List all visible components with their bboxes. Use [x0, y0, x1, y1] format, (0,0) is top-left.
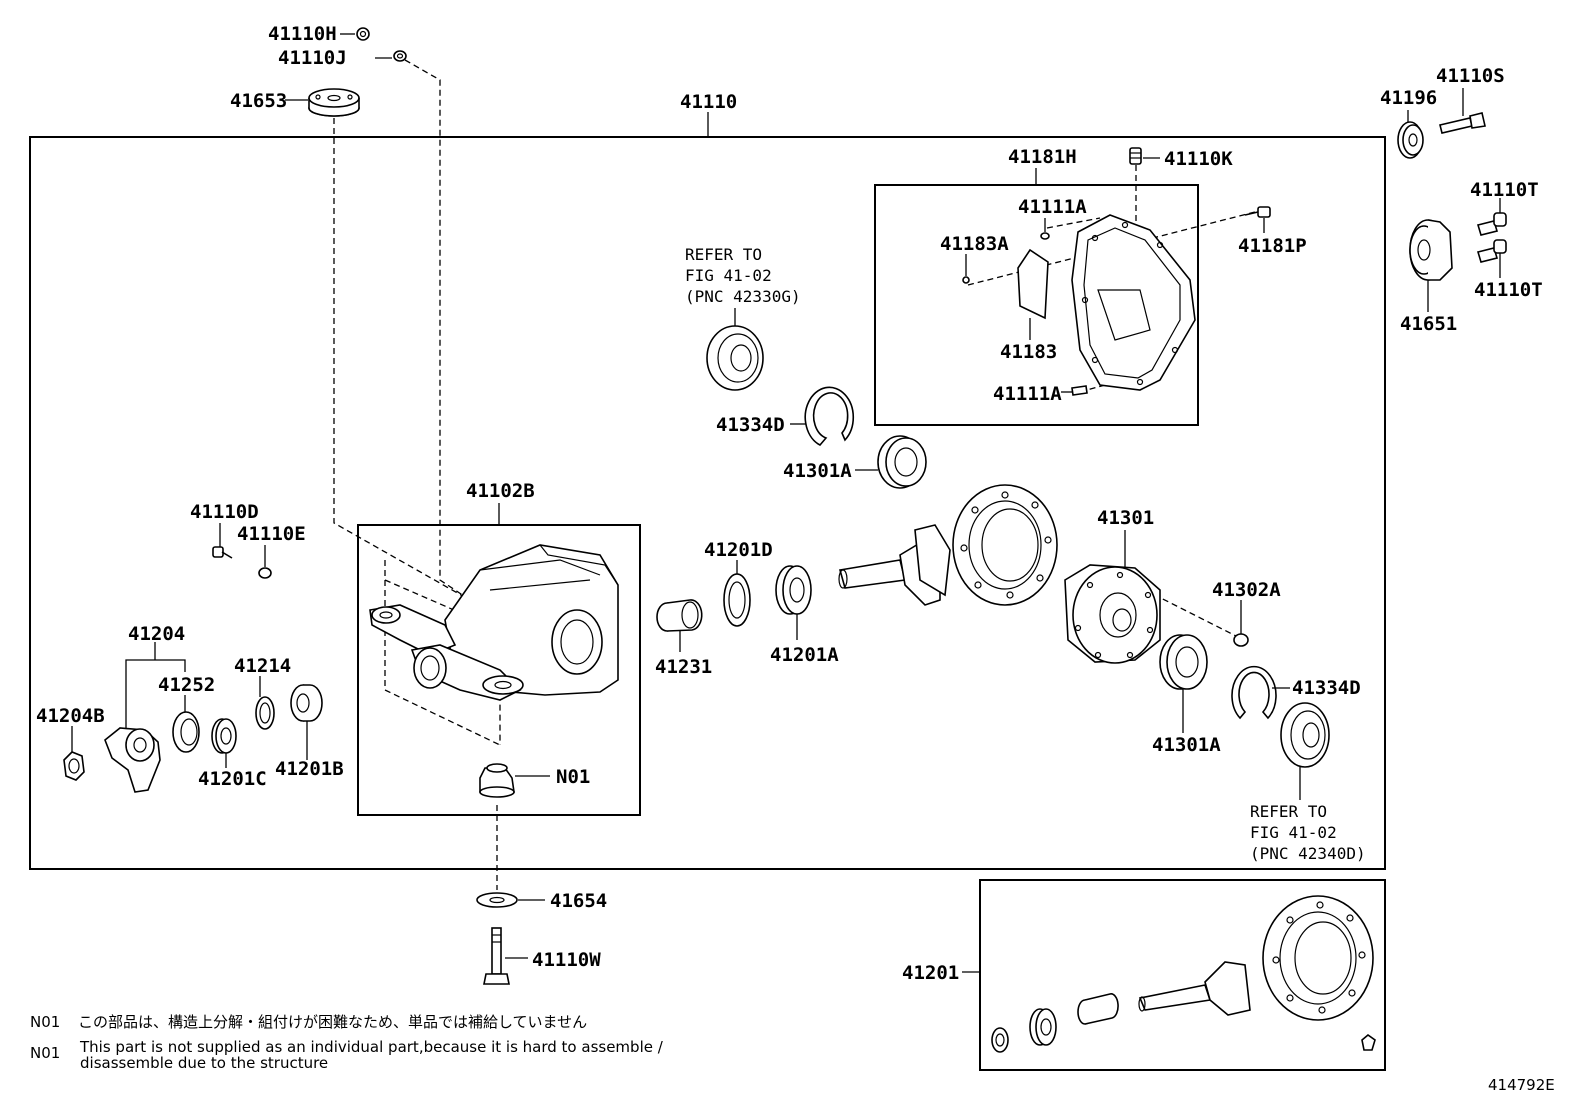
label-41231: 41231 — [655, 656, 712, 678]
label-41301A-top: 41301A — [783, 460, 852, 482]
label-41110J: 41110J — [278, 47, 347, 69]
bolt-41110H — [356, 27, 370, 41]
label-41110T-top: 41110T — [1470, 179, 1539, 201]
bolt-41110D — [212, 546, 233, 559]
washer-41201D — [723, 573, 751, 627]
label-41201B: 41201B — [275, 758, 344, 780]
pin-41302A — [1233, 633, 1249, 647]
washer-41110J — [393, 50, 407, 62]
snap-ring-41334D-top — [804, 386, 855, 447]
label-41301: 41301 — [1097, 507, 1154, 529]
bearing-41201A — [775, 565, 812, 615]
label-41201D: 41201D — [704, 539, 773, 561]
ring-pinion-gear — [838, 484, 1058, 606]
label-41110T-bot: 41110T — [1474, 279, 1543, 301]
label-41214: 41214 — [234, 655, 291, 677]
label-41654: 41654 — [550, 890, 607, 912]
carrier-housing-41102B — [369, 544, 619, 701]
pin-41111A-bot — [1071, 385, 1088, 396]
dash-line-carrier-left — [384, 560, 501, 746]
label-41201: 41201 — [902, 962, 959, 984]
label-41653: 41653 — [230, 90, 287, 112]
refer-bot-line1: REFER TO — [1250, 802, 1327, 821]
diff-case-41301 — [1064, 564, 1161, 664]
label-41110D: 41110D — [190, 501, 259, 523]
note-en-line1: This part is not supplied as an individu… — [79, 1038, 664, 1056]
refer-top-line1: REFER TO — [685, 245, 762, 264]
refer-bot-line2: FIG 41-02 — [1250, 823, 1337, 842]
washer-41110E — [258, 567, 272, 579]
label-41204B: 41204B — [36, 705, 105, 727]
label-41102B: 41102B — [466, 480, 535, 502]
washer-41654 — [476, 892, 518, 908]
mount-cushion-41653 — [308, 88, 360, 117]
label-41334D-bot: 41334D — [1292, 677, 1361, 699]
label-41301A-bot: 41301A — [1152, 734, 1221, 756]
label-41110S: 41110S — [1436, 65, 1505, 87]
bolt-41181P — [1244, 206, 1271, 218]
flange-41204 — [104, 727, 161, 793]
label-41204: 41204 — [128, 623, 185, 645]
bolt-41110T-bot — [1476, 239, 1507, 263]
label-41110: 41110 — [680, 91, 737, 113]
bolt-41110W — [483, 927, 510, 985]
oil-seal-42330G — [706, 325, 764, 391]
spacer-41231 — [656, 599, 703, 632]
bushing-41196 — [1397, 121, 1424, 159]
label-41651: 41651 — [1400, 313, 1457, 335]
gear-set-41201 — [991, 895, 1376, 1053]
snap-ring-41334D-bot — [1231, 665, 1277, 720]
label-41110W: 41110W — [532, 949, 601, 971]
note-jp-text: この部品は、構造上分解・組付けが困難なため、単品では補給していません — [78, 1013, 587, 1031]
bolt-41110T-top — [1476, 212, 1507, 236]
dash-line-41302A — [1144, 589, 1237, 637]
spacer-41214 — [255, 696, 275, 730]
seal-41252 — [172, 711, 200, 753]
note-en-code: N01 — [30, 1044, 60, 1062]
dash-line-41110J — [404, 59, 471, 601]
plate-41183 — [1017, 248, 1049, 320]
dash-line-41111A — [1046, 217, 1101, 229]
label-41183A: 41183A — [940, 233, 1009, 255]
label-41181H: 41181H — [1008, 146, 1077, 168]
label-41302A: 41302A — [1212, 579, 1281, 601]
label-N01: N01 — [556, 766, 590, 788]
label-41201A: 41201A — [770, 644, 839, 666]
label-41334D-top: 41334D — [716, 414, 785, 436]
label-41110H: 41110H — [268, 23, 337, 45]
label-41181P: 41181P — [1238, 235, 1307, 257]
plug-41110K — [1129, 147, 1142, 165]
refer-top-line3: (PNC 42330G) — [685, 287, 801, 306]
nut-41204B — [63, 751, 85, 781]
label-41110E: 41110E — [237, 523, 306, 545]
label-41183: 41183 — [1000, 341, 1057, 363]
label-41201C: 41201C — [198, 768, 267, 790]
pin-41111A-top — [1040, 232, 1050, 240]
label-41110K: 41110K — [1164, 148, 1233, 170]
refer-bot-line3: (PNC 42340D) — [1250, 844, 1366, 863]
cover-41651 — [1409, 219, 1453, 281]
label-41111A-top: 41111A — [1018, 196, 1087, 218]
oil-seal-42340D — [1280, 702, 1330, 768]
bearing-41301A-top — [877, 435, 927, 489]
figure-id: 414792E — [1488, 1076, 1555, 1094]
note-jp-code: N01 — [30, 1013, 60, 1031]
bearing-41301A-bot — [1159, 634, 1208, 690]
gear-set-box-41201 — [979, 879, 1386, 1071]
bearing-41201B — [290, 684, 323, 722]
bolt-41110S — [1439, 112, 1486, 134]
label-41196: 41196 — [1380, 87, 1437, 109]
pin-41183A — [962, 276, 970, 284]
label-41252: 41252 — [158, 674, 215, 696]
mount-N01 — [479, 763, 515, 798]
dash-line-41653 — [333, 118, 506, 621]
rear-cover-41181H — [1071, 214, 1196, 391]
label-41111A-bot: 41111A — [993, 383, 1062, 405]
refer-top-line2: FIG 41-02 — [685, 266, 772, 285]
note-en-line2: disassemble due to the structure — [80, 1054, 328, 1072]
bearing-41201C — [211, 718, 237, 754]
